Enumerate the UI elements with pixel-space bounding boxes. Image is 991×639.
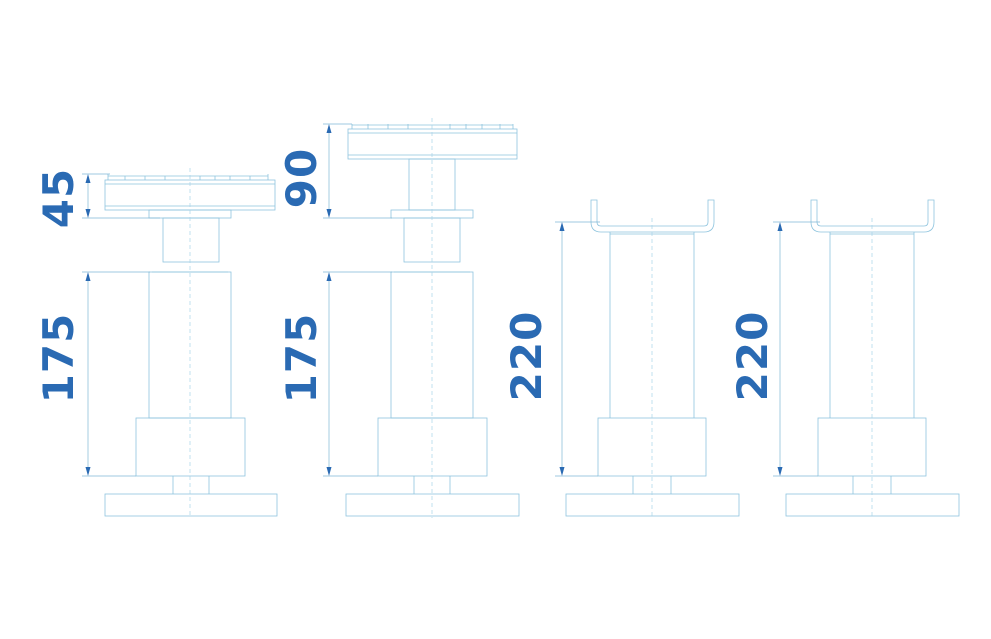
pedestal-4-base-plate	[785, 493, 960, 517]
dimension-label: 90	[277, 148, 326, 208]
pedestal-1-dimension-175: 175	[34, 271, 150, 477]
dimension-label: 220	[728, 311, 777, 402]
pedestal-3-dimension-220: 220	[502, 221, 600, 477]
pedestal-1-base-sleeve	[135, 417, 246, 477]
pedestal-3-u-bracket	[590, 199, 715, 233]
pedestal-3-base-sleeve	[597, 417, 707, 477]
pedestal-4: 220	[728, 199, 960, 518]
dimension-label: 175	[34, 313, 83, 404]
pedestal-2-base-sleeve	[377, 417, 488, 477]
dimension-label: 45	[34, 168, 83, 228]
pedestal-1-base-plate	[104, 493, 278, 517]
pedestal-2-base-plate	[345, 493, 520, 517]
pedestal-1-head-ribs	[107, 174, 269, 180]
pedestal-2-dimension-175: 175	[277, 271, 392, 477]
pedestal-3: 220	[502, 199, 740, 518]
pedestal-4-dimension-220: 220	[728, 221, 820, 477]
pedestal-1-stem	[162, 217, 220, 263]
pedestal-4-base-sleeve	[817, 417, 927, 477]
dimension-label: 220	[502, 311, 551, 402]
pedestal-3-base-plate	[565, 493, 740, 517]
pedestal-4-u-bracket	[810, 199, 935, 233]
pedestal-1-dimension-45: 45	[34, 168, 160, 228]
pedestal-2-head-ribs	[351, 124, 514, 129]
pedestal-2-dimension-90: 90	[277, 123, 392, 219]
dimension-label: 175	[277, 313, 326, 404]
pedestal-2-head-plate	[347, 128, 518, 160]
pedestal-1: 45 175	[34, 168, 278, 518]
pedestal-2: 90 175	[277, 118, 520, 518]
